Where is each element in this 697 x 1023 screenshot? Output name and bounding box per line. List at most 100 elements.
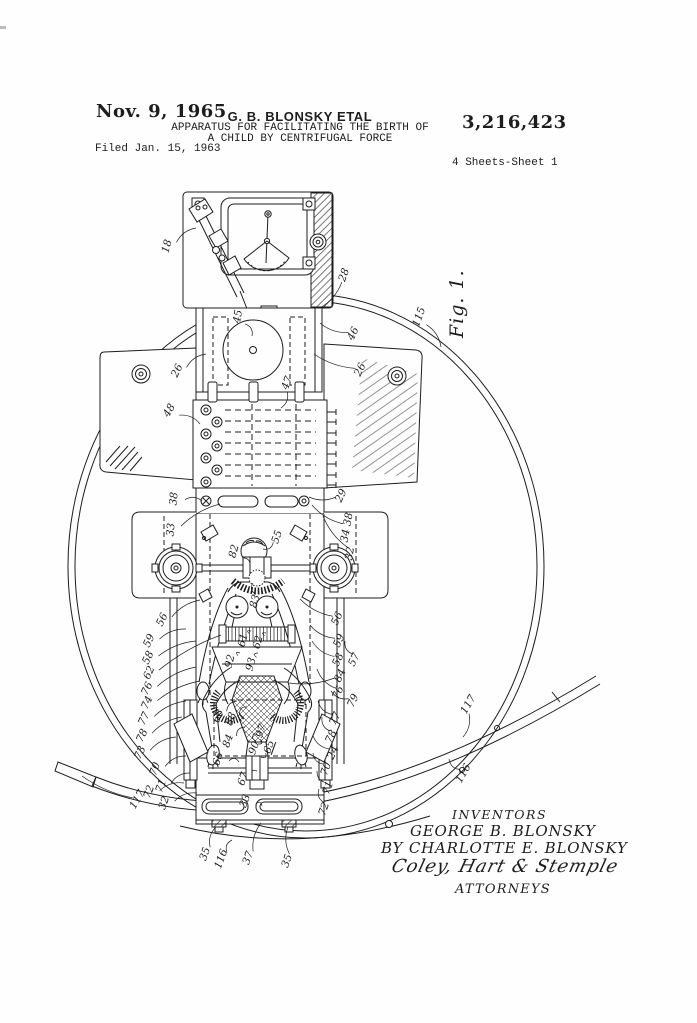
left-handwheel [151,543,203,593]
reference-numeral: 33 [164,522,177,537]
right-handwheel [309,543,359,593]
reference-numeral: 26 [169,362,186,380]
reference-numeral: 58 [330,651,347,668]
attorneys-label: ATTORNEYS [455,882,551,897]
reference-numeral: 57 [346,651,363,668]
reference-numeral: 78 [134,727,151,744]
patient-right-arm [279,587,310,683]
reference-numeral: 18 [160,238,175,254]
reference-numeral: 37 [240,849,256,866]
reference-numeral: 62 [141,664,158,681]
right-wing-panel [323,343,423,489]
reference-numeral: 79 [345,692,362,709]
foot-end-structure [173,699,341,833]
reference-numeral: 97 [253,722,269,739]
right-thigh-strap [268,689,304,724]
patient-right-leg [273,667,311,705]
inventor-signature-2: BY CHARLOTTE E. BLONSKY [381,839,628,857]
reference-numeral: 59 [331,632,348,649]
reference-numeral: 90 [246,739,262,756]
reference-numeral: 38 [167,491,180,506]
reference-numeral: 29 [333,487,350,505]
reference-numeral: 72 [141,783,157,800]
reference-numeral: 115 [410,305,428,328]
drive-chain [230,578,286,595]
attorney-signature: Coley, Hart & Stemple [389,856,621,877]
reference-numeral: 33 [237,792,253,809]
reference-numeral: 76 [139,680,156,697]
scan-speck [0,26,6,29]
patient-left-leg [203,667,241,705]
reference-numeral: 68 [210,707,226,724]
invention-title-line2: A CHILD BY CENTRIFUGAL FORCE [207,133,393,145]
reference-numeral: 66 [210,750,226,767]
reference-numeral: 46 [345,325,362,343]
drive-disc-section [202,308,316,403]
bolt-grid-section [200,404,337,488]
figure-label: Fig. 1. [446,269,468,339]
reference-numeral: 73 [132,744,149,761]
reference-numeral: 32 [343,546,357,562]
control-lever [188,198,250,315]
reference-numeral: 84 [220,733,236,750]
reference-numeral: 59 [141,632,158,649]
reference-numeral: 24 [325,744,342,762]
reference-numeral: 82 [227,543,242,559]
left-wing-panel [99,347,197,481]
inventors-heading: INVENTORS [452,807,548,822]
reference-numeral: 70 [147,760,163,777]
reference-numeral: 116 [212,847,230,870]
reference-numeral: 93 [244,656,259,672]
reference-numeral: 67 [235,770,251,787]
reference-numeral: 35 [279,852,295,869]
patient-left-arm [198,587,229,683]
reference-numeral: 47 [279,374,295,392]
control-panel [182,191,334,321]
reference-numeral: 78 [323,728,340,745]
reference-numeral: 65 [261,738,277,755]
reference-numeral: 26 [352,361,369,379]
reference-numeral: 34 38 [339,511,356,543]
filed-date: Filed Jan. 15, 1963 [95,143,221,155]
sheet-indicator: 4 Sheets-Sheet 1 [452,157,558,169]
reference-numeral: 32 [156,794,172,811]
reference-numeral: 76 [330,684,347,701]
patent-number: 3,216,423 [462,112,567,133]
clamp-crossbar [151,524,359,603]
reference-numeral: 77 [136,710,153,727]
reference-numeral: 116 [453,762,474,786]
reference-numeral: 84 [332,667,349,684]
reference-numeral: 28 [336,266,352,284]
patient-figure [196,537,313,769]
reference-numeral: 56 [154,611,171,628]
reference-numeral: 88 [223,710,239,727]
reference-numeral: 56 [329,610,346,627]
reference-numeral: 58 [140,649,157,666]
reference-numeral: 71 [153,778,169,795]
reference-numeral: 62 [251,634,266,650]
invention-title-line1: APPARATUS FOR FACILITATING THE BIRTH OF [171,122,429,134]
inventor-name-line: G. B. BLONSKY ETAL [227,109,373,124]
reference-numeral: 72 [316,800,332,817]
reference-numeral: 35 [197,845,213,862]
slotted-headboard [200,495,310,508]
reference-numeral: 45 [231,309,245,326]
reference-numeral: 55 [269,528,285,545]
reference-numeral: 77 [327,710,344,727]
figure-linework [54,191,601,840]
reference-numeral: 117 [458,693,479,717]
gauge-dial [220,197,315,276]
reference-numeral: 92 [223,653,238,669]
table-top-section [195,307,323,393]
reference-numeral: 83 [248,593,263,609]
left-thigh-strap [210,689,246,724]
reference-numeral: 74 [139,694,156,711]
inventor-signature-1: GEORGE B. BLONSKY [410,822,596,840]
reference-numeral: 71 [320,780,336,797]
reference-numeral: 70 [318,760,334,777]
leader-lines [81,227,471,855]
patent-date: Nov. 9, 1965 [96,101,227,122]
